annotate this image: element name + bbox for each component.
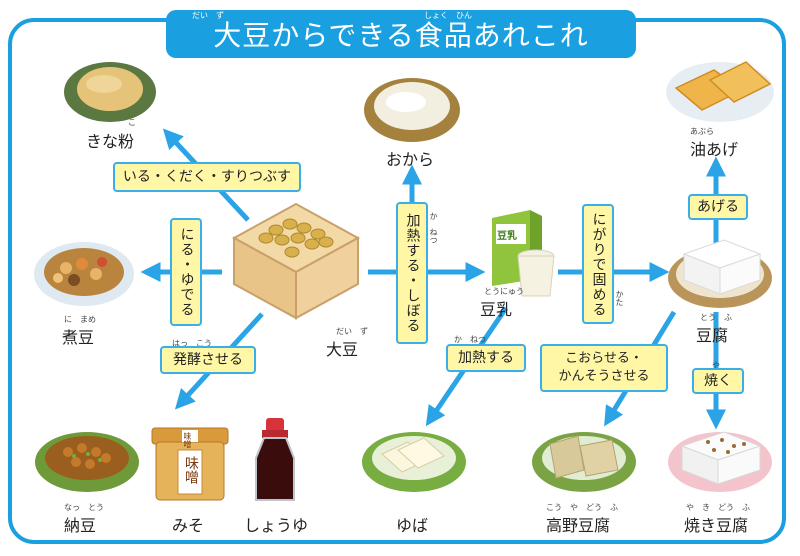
okara-label: おから (386, 150, 435, 169)
natto-ruby: なっ とう (64, 503, 104, 512)
process-hakko-ruby: はっ こう (172, 339, 212, 348)
nimame-bowl-icon (34, 242, 134, 306)
tonyu-carton-icon (492, 210, 555, 297)
process-koraseru: こおらせる・ かんそうさせる (540, 344, 668, 392)
yakidofu-ruby: や き どう ふ (686, 503, 750, 512)
yuba-plate-icon (362, 432, 466, 492)
kinako-label: きな粉 (86, 132, 135, 151)
process-kanetsu-shiboru-ruby: か ねつ (429, 212, 438, 244)
process-kanetsu-shiboru: 加熱する・しぼる (396, 202, 428, 344)
nimame-ruby: に まめ (64, 315, 96, 324)
tonyu-carton-label: 豆乳 (497, 231, 517, 242)
process-kanetsu-ruby: か ねつ (454, 335, 486, 344)
miso-label: みそ (172, 516, 205, 535)
tofu-plate-icon (668, 239, 772, 308)
process-koraseru-line1: こおらせる・ (565, 351, 643, 367)
process-hakko: 発酵させる (160, 346, 256, 374)
title-banner: だい ず しょく ひん 大豆からできる食品あれこれ (166, 10, 636, 58)
process-yaku: 焼く (692, 368, 744, 394)
tofu-ruby: とう ふ (700, 313, 732, 322)
kinako-ruby: こ (128, 118, 136, 127)
koyadofu-plate-icon (532, 432, 636, 492)
yakidofu-plate-icon (668, 431, 772, 492)
process-ageru: あげる (688, 194, 748, 220)
process-yaku-ruby: や (712, 361, 720, 370)
aburaage-label: 油あげ (690, 140, 739, 159)
process-niru: にる・ゆでる (170, 218, 202, 326)
yakidofu-label: 焼き豆腐 (684, 516, 749, 535)
shoyu-label: しょうゆ (244, 516, 309, 535)
koyadofu-ruby: こう や どう ふ (546, 503, 618, 512)
tofu-label: 豆腐 (696, 326, 729, 345)
process-kanetsu: 加熱する (446, 344, 526, 372)
process-iru: いる・くだく・すりつぶす (113, 162, 301, 192)
miso-pot-icon (151, 427, 229, 501)
kinako-plate-icon (64, 62, 156, 122)
daizu-ruby: だい ず (336, 327, 368, 336)
miso-lid-label: 味噌 (183, 432, 192, 448)
daizu-masu-icon (231, 202, 361, 320)
page-title: 大豆からできる食品あれこれ (213, 19, 589, 52)
title-ruby-shokuhin: しょく ひん (424, 11, 472, 20)
okara-plate-icon (364, 78, 460, 142)
title-ruby-daizu: だい ず (192, 11, 224, 20)
miso-pot-label: 味噌 (183, 456, 199, 484)
aburaage-ruby: あぶら (690, 127, 714, 136)
process-koraseru-line2: かんそうさせる (558, 369, 650, 384)
aburaage-plate-icon (666, 61, 774, 122)
yuba-label: ゆば (396, 516, 429, 535)
natto-bowl-icon (35, 432, 139, 492)
tonyu-ruby: とうにゅう (484, 287, 524, 296)
daizu-label: 大豆 (326, 340, 359, 359)
tonyu-label: 豆乳 (480, 300, 513, 319)
natto-label: 納豆 (64, 516, 97, 535)
shoyu-bottle-icon (255, 418, 295, 501)
process-nigari-ruby: かた (615, 290, 624, 306)
process-nigari: にがりで固める (582, 204, 614, 324)
koyadofu-label: 高野豆腐 (546, 516, 611, 535)
nimame-label: 煮豆 (62, 328, 95, 347)
